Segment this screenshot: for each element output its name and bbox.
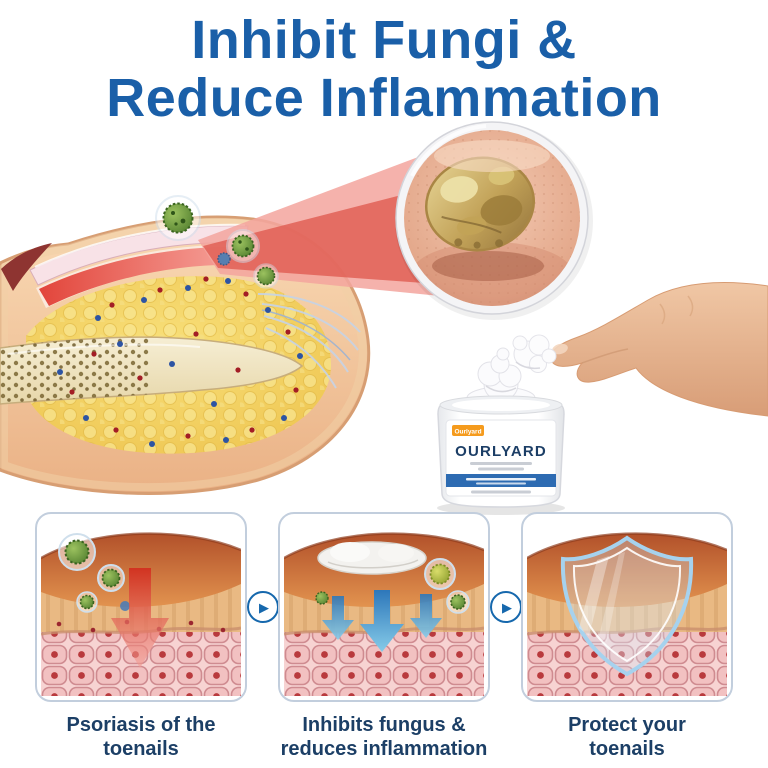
label-badge (452, 425, 484, 436)
label-badge-text: Ourlyard (454, 429, 481, 436)
headline: Inhibit Fungi & Reduce Inflammation (0, 10, 768, 128)
arrow-glyph: ▶ (259, 599, 269, 615)
headline-line2: Reduce Inflammation (106, 67, 662, 128)
step-panel-treatment (278, 512, 490, 702)
fungus-microbe-icons (155, 195, 279, 289)
cream-layer-icon (317, 541, 427, 575)
step-panel-protect (521, 512, 733, 702)
caption-line: reduces inflammation (280, 737, 488, 760)
caption-line: toenails (103, 737, 179, 760)
caption-treatment: Inhibits fungus & reduces inflammation (264, 714, 504, 761)
caption-line: Psoriasis of the (66, 714, 216, 736)
shield-icon (560, 535, 694, 677)
hero-illustration: Ourlyard OURLYARD (0, 121, 768, 515)
inflamed-nail-bed (39, 246, 245, 306)
cream-dollop (512, 334, 557, 373)
caption-line: toenails (589, 737, 665, 760)
blue-cell-dots (57, 278, 303, 447)
panel-illustration-treatment (284, 518, 484, 696)
product-jar: Ourlyard OURLYARD (437, 347, 565, 515)
headline-line1: Inhibit Fungi & (191, 10, 577, 70)
tendon-fibers (257, 293, 361, 389)
step-arrow-icon: ▶ (489, 591, 522, 623)
arrow-glyph: ▶ (502, 599, 512, 615)
step-panel-psoriasis (35, 512, 247, 702)
caption-line: Protect your (568, 714, 686, 736)
hand-applying-cream-photo (550, 282, 768, 417)
panel-illustration-psoriasis (41, 518, 241, 696)
red-arrow-icon (111, 568, 169, 668)
magnifier-infected-toenail-photo (395, 121, 593, 320)
brand-name: OURLYARD (455, 443, 547, 460)
caption-line: Inhibits fungus & (302, 714, 466, 736)
step-arrow-icon: ▶ (246, 591, 279, 623)
fungus-icons (58, 533, 130, 613)
fungus-icons (315, 558, 470, 614)
red-cell-dots (69, 276, 299, 439)
caption-psoriasis: Psoriasis of the toenails (21, 714, 261, 761)
blue-arrow-icons (322, 590, 442, 652)
toenail-cross-section-diagram (0, 215, 371, 495)
panel-illustration-protect (527, 518, 727, 696)
caption-protect: Protect your toenails (507, 714, 747, 761)
